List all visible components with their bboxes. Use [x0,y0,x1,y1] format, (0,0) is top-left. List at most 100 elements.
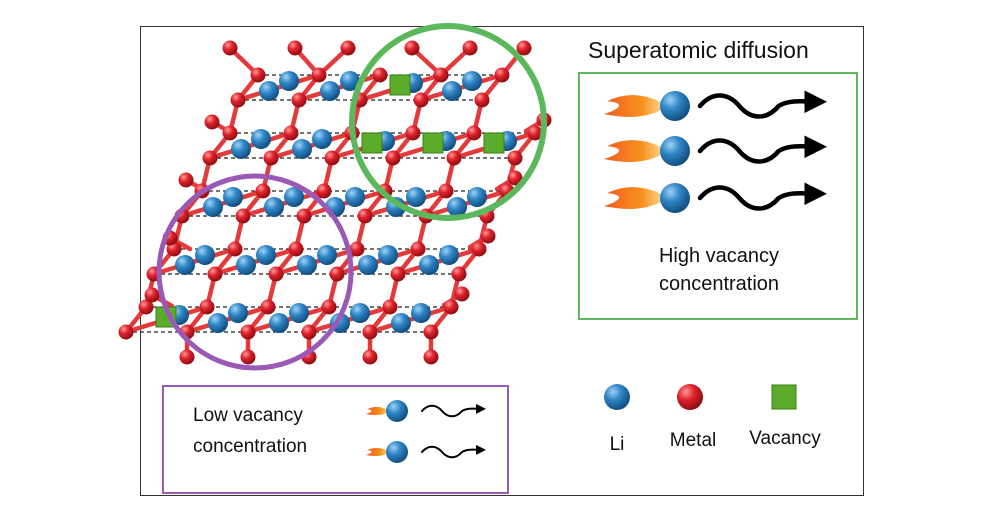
metal-atom [288,241,304,257]
metal-atom [207,266,223,282]
metal-atom [296,208,312,224]
metal-atom [390,266,406,282]
lithium-atom [231,139,251,159]
lithium-atom [447,197,467,217]
legend-metal-label: Metal [670,430,716,451]
lithium-atom [223,187,243,207]
metal-atom [382,299,398,315]
metal-bond [306,304,393,335]
metal-atom [385,150,401,166]
metal-atom [321,299,337,315]
metal-bond [423,188,510,219]
slow-diffusion-arrows [366,400,486,463]
metal-atom [433,67,449,83]
metal-atom [324,150,340,166]
lithium-atom [358,255,378,275]
high-vacancy-label-line1: High vacancy [659,245,779,267]
lithium-atom [462,71,482,91]
lithium-atom [297,255,317,275]
crystal-lattice [118,40,552,365]
metal-atom [423,349,439,365]
lithium-atom [292,139,312,159]
legend: Li Metal Vacancy [604,384,821,455]
metal-atom [466,125,482,141]
metal-atom [507,170,523,186]
metal-bond [207,130,294,161]
legend-vacancy-icon [771,384,797,410]
lithium-atom [312,129,332,149]
diffusion-arrow [697,135,827,164]
metal-atom [454,286,470,302]
metal-atom [202,150,218,166]
high-vacancy-region-circle [349,23,547,221]
metal-atom [423,324,439,340]
vacancy-square [389,74,411,96]
legend-vacancy-label: Vacancy [749,428,821,449]
metal-atom [527,125,543,141]
low-vacancy-label-line2: concentration [193,436,307,457]
metal-atom [446,150,462,166]
metal-atom [329,266,345,282]
lithium-atom [320,81,340,101]
metal-atom [413,92,429,108]
metal-atom [480,228,496,244]
metal-bond [362,188,449,219]
vacancy-square [483,132,505,154]
lithium-atom-icon [386,441,408,463]
lithium-atom [378,245,398,265]
metal-atom [178,172,194,188]
lithium-atom-icon [386,400,408,422]
low-vacancy-region-circle [156,173,354,371]
lithium-atom [175,255,195,275]
lithium-atom [203,197,223,217]
lithium-atom [251,129,271,149]
lithium-atom [317,245,337,265]
diffusion-arrow [421,444,486,459]
lithium-atom [195,245,215,265]
flame-icon [604,187,668,209]
metal-atom [443,299,459,315]
metal-bond [367,304,454,335]
figure-frame [140,26,864,496]
metal-atom [230,92,246,108]
metal-bond [395,246,482,277]
metal-atom [204,114,220,130]
metal-bond [245,304,332,335]
lithium-atom [442,81,462,101]
metal-bond [296,72,383,103]
vacancy-square [422,132,444,154]
metal-atom [179,349,195,365]
metal-bond [301,188,388,219]
lithium-atom [350,303,370,323]
metal-bond [179,188,266,219]
lithium-atom [289,303,309,323]
lithium-atom [345,187,365,207]
diffusion-arrow [421,403,486,418]
metal-atom [227,241,243,257]
lithium-atom [259,81,279,101]
lithium-atom [340,71,360,91]
metal-atom [268,266,284,282]
metal-atom [372,67,388,83]
metal-atom [287,40,303,56]
lithium-atom [411,303,431,323]
metal-bond [184,304,271,335]
lithium-atom [236,255,256,275]
low-vacancy-box [162,385,509,494]
metal-bond [418,72,505,103]
lithium-atom [279,71,299,91]
legend-li-icon [604,384,630,410]
metal-atom [474,92,490,108]
lithium-atom [284,187,304,207]
metal-atom [462,40,478,56]
metal-atom [301,324,317,340]
metal-atom [451,266,467,282]
flame-icon [366,447,390,457]
lithium-atom [419,255,439,275]
lithium-atom [406,187,426,207]
lithium-atom [264,197,284,217]
fast-diffusion-arrows [604,90,827,213]
diffusion-arrow [697,90,827,119]
metal-atom [291,92,307,108]
